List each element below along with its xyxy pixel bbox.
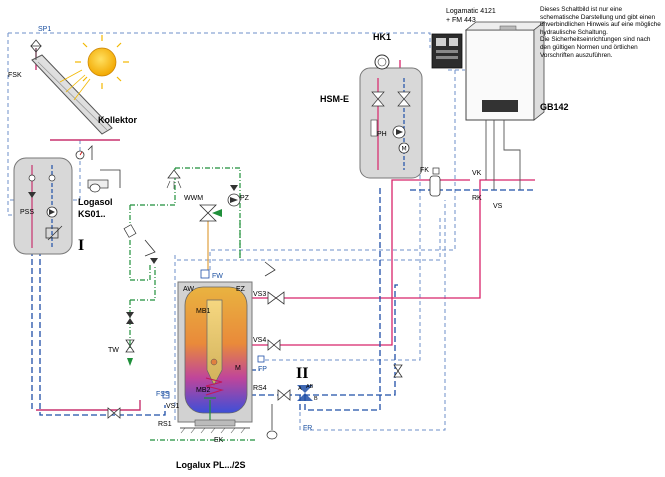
boiler-gb142 [464, 21, 546, 190]
label-fw: FW [212, 273, 223, 280]
pressure-gauge-icon [75, 145, 121, 193]
label-roman-1: I [78, 237, 84, 254]
sensor-fk [429, 167, 441, 197]
controller-logamatic [431, 33, 463, 69]
label-ez: EZ [236, 286, 246, 293]
label-vk: VK [472, 170, 482, 177]
label-wwm: WWM [184, 195, 203, 202]
label-hk1: HK1 [373, 32, 391, 42]
label-fr: FR [303, 425, 312, 432]
mixing-valve-wwm [199, 204, 222, 222]
label-a: A [298, 386, 302, 392]
label-tw: TW [108, 347, 119, 354]
label-aw: AW [183, 286, 194, 293]
label-ks01: KS01.. [78, 209, 106, 219]
label-logamatic-2: + FM 443 [446, 17, 476, 24]
label-fsk: FSK [8, 72, 22, 79]
label-ek: EK [214, 437, 224, 444]
disclaimer-text-1: Dieses Schaltbild ist nur eine schematis… [540, 6, 661, 36]
label-sp1: SP1 [38, 26, 51, 33]
label-b: B [314, 396, 318, 402]
safety-valve-tw [123, 224, 158, 366]
label-ab: AB [306, 384, 314, 390]
label-vs3: VS3 [253, 291, 266, 298]
label-mb1: MB1 [196, 308, 211, 315]
solar-collector [30, 39, 113, 135]
disclaimer-note: Dieses Schaltbild ist nur eine schematis… [540, 6, 662, 59]
label-fss: FSS [156, 391, 170, 398]
label-vs1: VS1 [166, 403, 179, 410]
label-gb142: GB142 [540, 102, 569, 112]
label-fk: FK [420, 167, 429, 174]
label-kollektor: Kollektor [98, 115, 138, 125]
heating-valves [107, 261, 403, 440]
label-logasol: Logasol [78, 197, 113, 207]
label-mb2: MB2 [196, 387, 211, 394]
label-vs: VS [493, 203, 503, 210]
label-logamatic-1: Logamatic 4121 [446, 8, 496, 15]
label-rs1: RS1 [158, 421, 172, 428]
labels: SP1 FSK Kollektor Logasol KS01.. PSS I I… [8, 8, 569, 470]
label-rs4: RS4 [253, 385, 267, 392]
label-rk: RK [472, 195, 482, 202]
label-pz: PZ [240, 195, 250, 202]
label-m: M [235, 365, 241, 372]
label-hsm-e: HSM-E [320, 94, 349, 104]
storage-tank-logalux [162, 269, 265, 434]
solar-station-ks01 [13, 157, 73, 255]
label-logalux: Logalux PL.../2S [176, 460, 246, 470]
sun-icon [59, 35, 129, 101]
disclaimer-text-2: Die Sicherheitseinrichtungen sind nach d… [540, 36, 651, 59]
label-pss: PSS [20, 209, 34, 216]
label-ph: PH [377, 131, 387, 138]
hsm-e-module: M [359, 54, 423, 179]
svg-text:M: M [402, 146, 407, 153]
label-vs4: VS4 [253, 337, 266, 344]
circulation-pump-pz [227, 185, 241, 207]
shower-icon [166, 169, 182, 189]
label-roman-2: II [296, 365, 308, 382]
label-fp: FP [258, 366, 267, 373]
